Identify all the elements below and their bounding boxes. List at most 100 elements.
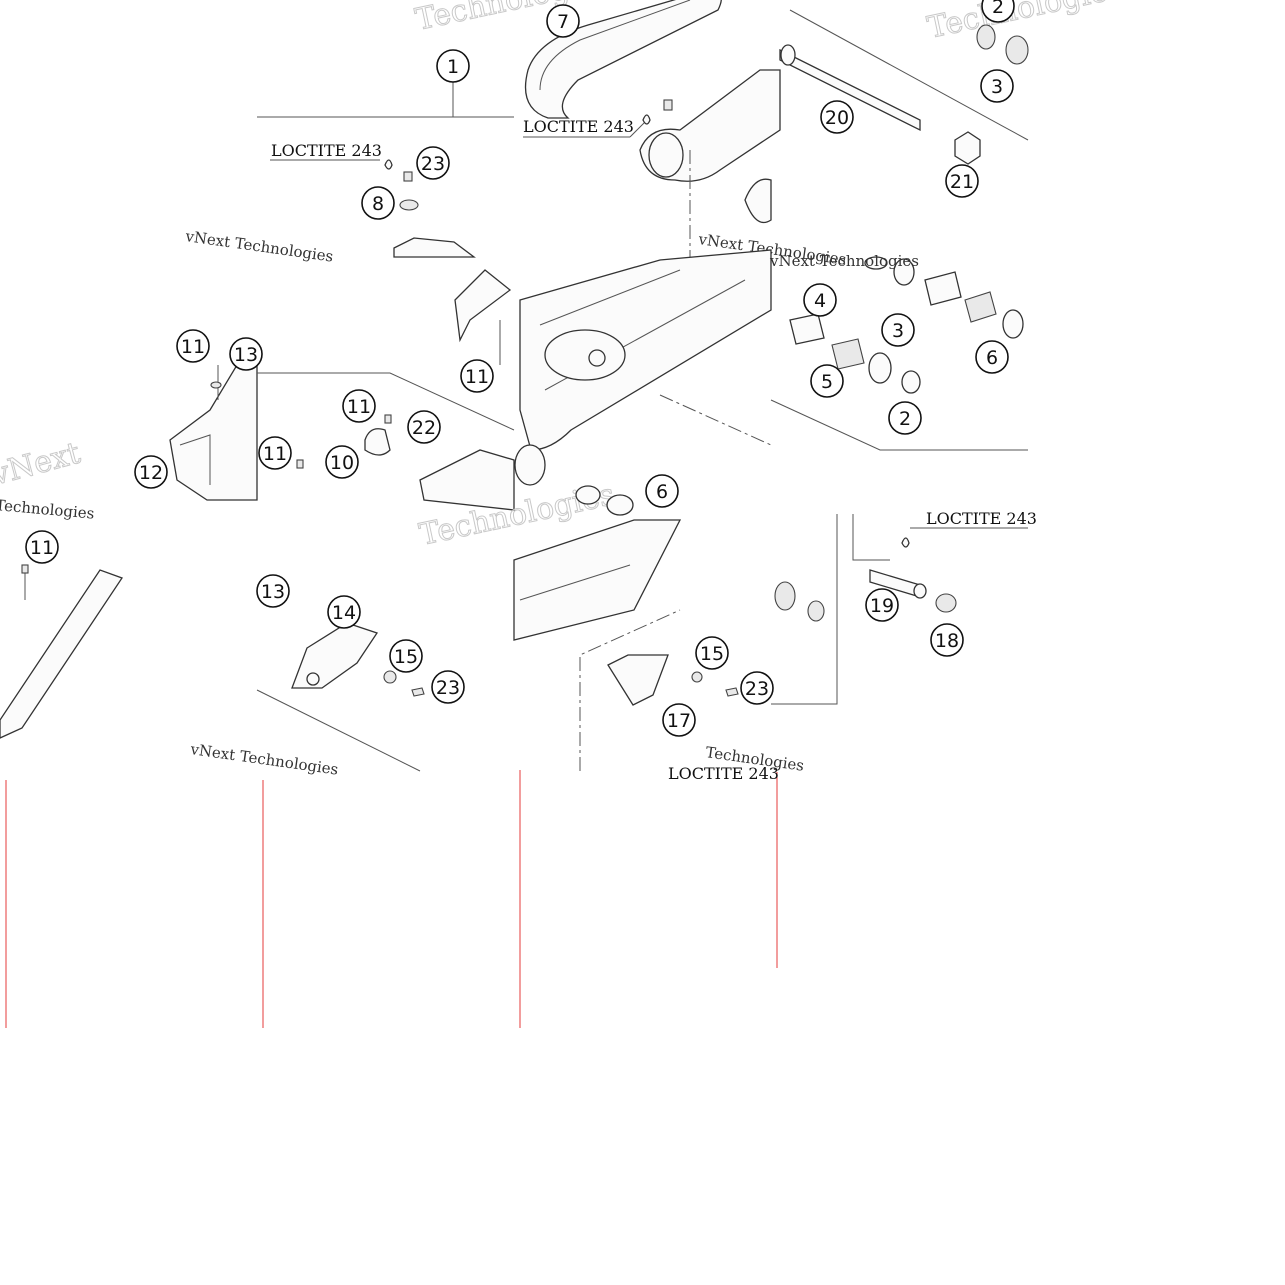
- callout-3: 3: [980, 69, 1014, 103]
- svg-text:8: 8: [372, 193, 384, 215]
- watermark: vNext Technologies: [183, 227, 334, 266]
- callout-10: 10: [325, 445, 359, 479]
- loctite-note: LOCTITE 243: [523, 117, 634, 136]
- callout-13: 13: [229, 337, 263, 371]
- callout-13: 13: [256, 574, 290, 608]
- chain-slider-part: [454, 269, 512, 343]
- glue-drop-icon: [642, 114, 651, 125]
- needle-bearing: [964, 291, 997, 323]
- tile-mid-center: [257, 269, 515, 511]
- callout-1: 1: [436, 49, 470, 83]
- spacer-sleeve: [924, 271, 962, 306]
- svg-text:20: 20: [825, 107, 849, 129]
- callout-15: 15: [695, 636, 729, 670]
- swingarm-axle: [779, 48, 921, 132]
- svg-text:10: 10: [330, 452, 354, 474]
- nut: [691, 671, 703, 683]
- spacer-sleeve: [789, 313, 825, 345]
- callout-14: 14: [327, 595, 361, 629]
- svg-text:11: 11: [181, 336, 205, 358]
- clamp-part: [364, 428, 391, 456]
- svg-text:11: 11: [30, 537, 54, 559]
- svg-text:6: 6: [986, 347, 998, 369]
- svg-text:15: 15: [394, 646, 418, 668]
- watermark: vNext: [0, 436, 84, 493]
- svg-text:19: 19: [870, 595, 894, 617]
- callout-7: 7: [546, 4, 580, 38]
- callout-3: 3: [881, 313, 915, 347]
- svg-text:4: 4: [814, 290, 826, 312]
- callout-19: 19: [865, 588, 899, 622]
- svg-text:23: 23: [436, 677, 460, 699]
- callout-17: 17: [662, 703, 696, 737]
- callout-11: 11: [460, 359, 494, 393]
- screw: [403, 171, 413, 182]
- tile-mid-right-center: [514, 249, 772, 486]
- bushing: [807, 600, 825, 622]
- svg-text:13: 13: [261, 581, 285, 603]
- callout-11: 11: [25, 530, 59, 564]
- loctite-note: LOCTITE 243: [271, 141, 382, 160]
- callout-11: 11: [176, 329, 210, 363]
- callout-6: 6: [645, 474, 679, 508]
- svg-text:13: 13: [234, 344, 258, 366]
- axle-nut: [954, 131, 981, 165]
- callout-2: 2: [888, 401, 922, 435]
- callout-22: 22: [407, 410, 441, 444]
- callout-23: 23: [740, 671, 774, 705]
- swingarm-end: [513, 519, 682, 641]
- callout-2: 2: [981, 0, 1015, 23]
- svg-text:3: 3: [892, 320, 904, 342]
- svg-text:23: 23: [745, 678, 769, 700]
- callout-15: 15: [389, 639, 423, 673]
- svg-text:17: 17: [667, 710, 691, 732]
- tile-top-right: Technologies: [779, 0, 1126, 165]
- seal-ring: [868, 352, 892, 384]
- callout-23: 23: [431, 670, 465, 704]
- bushing: [976, 24, 996, 50]
- screw: [663, 99, 673, 111]
- tile-top-right-center: LOCTITE 243 vNext Technologies: [523, 0, 848, 269]
- tile-low-right: LOCTITE 243: [771, 509, 1037, 705]
- svg-text:15: 15: [700, 643, 724, 665]
- callout-5: 5: [810, 364, 844, 398]
- callout-8: 8: [361, 186, 395, 220]
- svg-text:23: 23: [421, 153, 445, 175]
- washer: [399, 199, 419, 211]
- callout-21: 21: [945, 164, 979, 198]
- svg-text:2: 2: [899, 408, 911, 430]
- svg-text:21: 21: [950, 171, 974, 193]
- chain-guard: [169, 348, 258, 501]
- loctite-note: LOCTITE 243: [668, 764, 779, 783]
- svg-text:6: 6: [656, 481, 668, 503]
- chain-guide-plate: [607, 654, 669, 706]
- callout-6: 6: [975, 340, 1009, 374]
- tile-low-right-center: Technologies: [513, 485, 805, 775]
- seal-ring: [1005, 35, 1029, 65]
- svg-text:1: 1: [447, 56, 459, 78]
- chain-guide-part: [393, 237, 476, 258]
- svg-text:5: 5: [821, 371, 833, 393]
- callout-20: 20: [820, 100, 854, 134]
- svg-text:3: 3: [991, 76, 1003, 98]
- watermark: Technologies: [924, 0, 1125, 46]
- tile-mid-left: vNext Technologies: [0, 348, 258, 523]
- watermark: vNext Technologies: [769, 252, 919, 270]
- page-margin-lines: [5, 770, 778, 1028]
- nut: [383, 670, 397, 684]
- glue-drop-icon: [384, 159, 393, 170]
- swingarm-bracket: [419, 449, 515, 511]
- watermark: Technologies: [0, 496, 95, 523]
- svg-text:18: 18: [935, 630, 959, 652]
- loctite-note: LOCTITE 243: [926, 509, 1037, 528]
- callout-11: 11: [342, 389, 376, 423]
- cap: [935, 593, 957, 613]
- seal-ring: [1002, 309, 1024, 339]
- callout-12: 12: [134, 455, 168, 489]
- seal-ring: [774, 581, 796, 611]
- svg-text:7: 7: [557, 11, 569, 33]
- svg-text:11: 11: [347, 396, 371, 418]
- seal-ring: [893, 258, 915, 286]
